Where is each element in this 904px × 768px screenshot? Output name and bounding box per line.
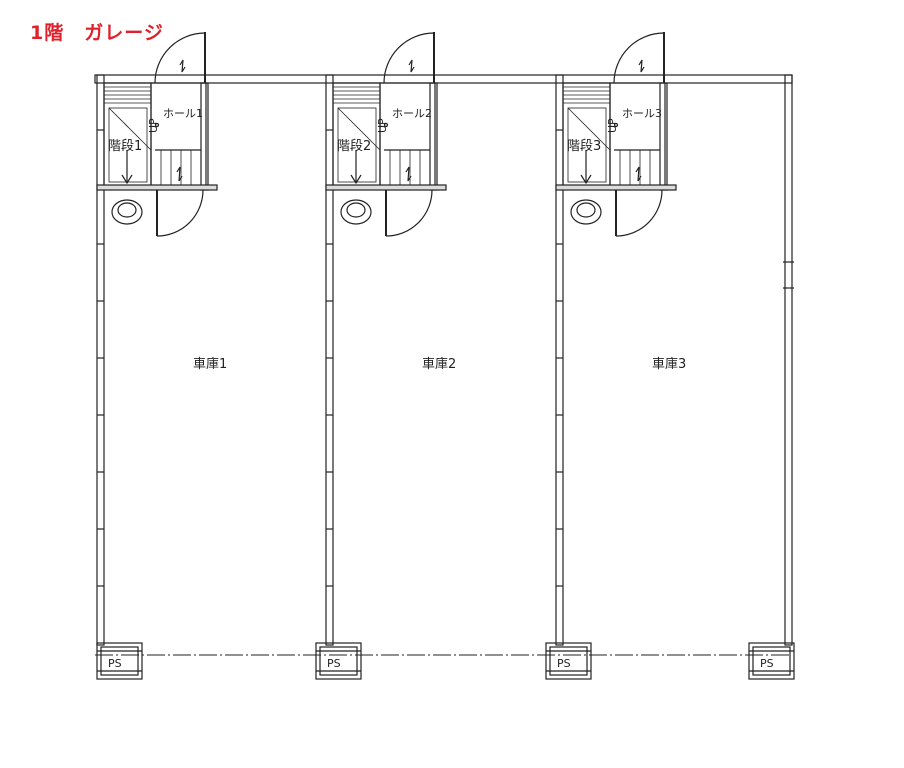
ps-box <box>315 642 362 680</box>
ps-shaft: PS <box>96 642 143 680</box>
unit-left-wall <box>325 74 334 646</box>
top-wall <box>94 74 793 84</box>
ps-shaft: PS <box>315 642 362 680</box>
floor-title: 1階 ガレージ <box>30 22 164 44</box>
hall-wall <box>200 82 209 191</box>
door-swing-arc <box>385 189 433 237</box>
garage-label: 車庫1 <box>193 357 227 372</box>
toilet-icon <box>340 199 372 225</box>
stair-diagonal <box>567 107 611 151</box>
hall-label: ホール3 <box>622 107 662 120</box>
ps-inner <box>319 646 358 676</box>
hall-box <box>609 82 666 188</box>
ps-inner <box>100 646 139 676</box>
stairs-label: 階段1 <box>108 139 142 154</box>
ps-box <box>545 642 592 680</box>
passage-arrow-icon <box>408 59 415 73</box>
passage-arrow-icon <box>405 166 412 182</box>
hall-label: ホール1 <box>163 107 203 120</box>
ps-label: PS <box>108 657 122 670</box>
unit-left-wall <box>96 74 105 646</box>
stairs-label: 階段3 <box>567 139 601 154</box>
up-dot <box>613 122 619 128</box>
hall-bottom-wall <box>96 184 218 191</box>
ps-shaft: PS <box>748 642 795 680</box>
up-dot <box>154 122 160 128</box>
arrow-icon <box>580 174 592 185</box>
garage-label: 車庫2 <box>422 357 456 372</box>
hall-label: ホール2 <box>392 107 432 120</box>
ps-box <box>748 642 795 680</box>
toilet-bowl <box>346 202 366 218</box>
garage-label: 車庫3 <box>652 357 686 372</box>
ps-shaft: PS <box>545 642 592 680</box>
door-swing-arc <box>383 32 435 84</box>
door-swing-arc <box>615 189 663 237</box>
ps-inner <box>549 646 588 676</box>
hall-wall <box>659 82 668 191</box>
door-swing-arc <box>613 32 665 84</box>
toilet-bowl <box>117 202 137 218</box>
stair-diagonal <box>108 107 152 151</box>
hall-bottom-wall <box>555 184 677 191</box>
passage-arrow-icon <box>179 59 186 73</box>
door-swing-arc <box>156 189 204 237</box>
ps-label: PS <box>557 657 571 670</box>
toilet-icon <box>570 199 602 225</box>
passage-arrow-icon <box>635 166 642 182</box>
ps-label: PS <box>760 657 774 670</box>
arrow-icon <box>350 174 362 185</box>
right-wall <box>784 74 793 646</box>
door-swing-arc <box>154 32 206 84</box>
up-label: UP <box>147 118 160 133</box>
hall-box <box>150 82 207 188</box>
stairs-label: 階段2 <box>337 139 371 154</box>
unit-left-wall <box>555 74 564 646</box>
up-label: UP <box>606 118 619 133</box>
up-dot <box>383 122 389 128</box>
ps-label: PS <box>327 657 341 670</box>
toilet-icon <box>111 199 143 225</box>
hall-wall <box>429 82 438 191</box>
toilet-bowl <box>576 202 596 218</box>
hall-bottom-wall <box>325 184 447 191</box>
ps-box <box>96 642 143 680</box>
passage-arrow-icon <box>176 166 183 182</box>
up-label: UP <box>376 118 389 133</box>
arrow-icon <box>121 174 133 185</box>
ps-inner <box>752 646 791 676</box>
passage-arrow-icon <box>638 59 645 73</box>
stair-diagonal <box>337 107 381 151</box>
hall-box <box>379 82 436 188</box>
